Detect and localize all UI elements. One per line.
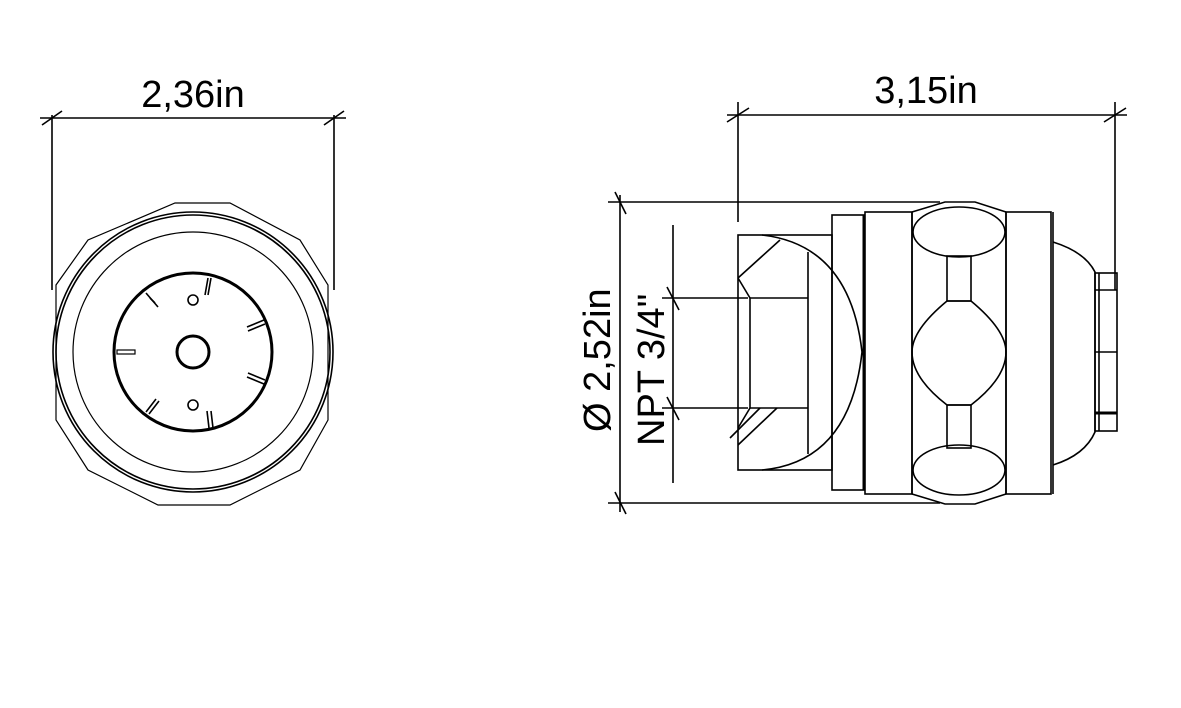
collar: [864, 211, 913, 495]
index-ticks: [116, 277, 266, 429]
side-view: 3,15in Ø 2,52in NPT 3/4": [577, 70, 1127, 515]
outer-ring: [52, 211, 334, 493]
inner-face: [112, 271, 274, 433]
thread-label: NPT 3/4": [631, 294, 673, 446]
length-dimension-label: 3,15in: [874, 70, 978, 112]
diameter-dimension-label: Ø 2,52in: [577, 288, 619, 432]
hex-section: [911, 201, 1007, 505]
diameter-dimension: Ø 2,52in: [577, 191, 940, 515]
threaded-end: [729, 234, 863, 471]
length-dimension: 3,15in: [726, 70, 1127, 290]
shoulder: [831, 214, 865, 491]
pin-hole-top: [187, 294, 199, 306]
thread-dimension: NPT 3/4": [631, 225, 748, 483]
hex-nut-outline: [55, 202, 329, 506]
width-dimension-label: 2,36in: [141, 74, 245, 116]
center-hole: [175, 334, 211, 370]
front-view: 2,36in: [40, 74, 346, 506]
rear-dome: [1052, 241, 1096, 466]
pin-hole-bottom: [187, 399, 199, 411]
middle-ring: [72, 231, 314, 473]
rear-collar: [1005, 211, 1052, 495]
end-cap: [1094, 272, 1118, 432]
width-dimension: 2,36in: [40, 74, 346, 290]
